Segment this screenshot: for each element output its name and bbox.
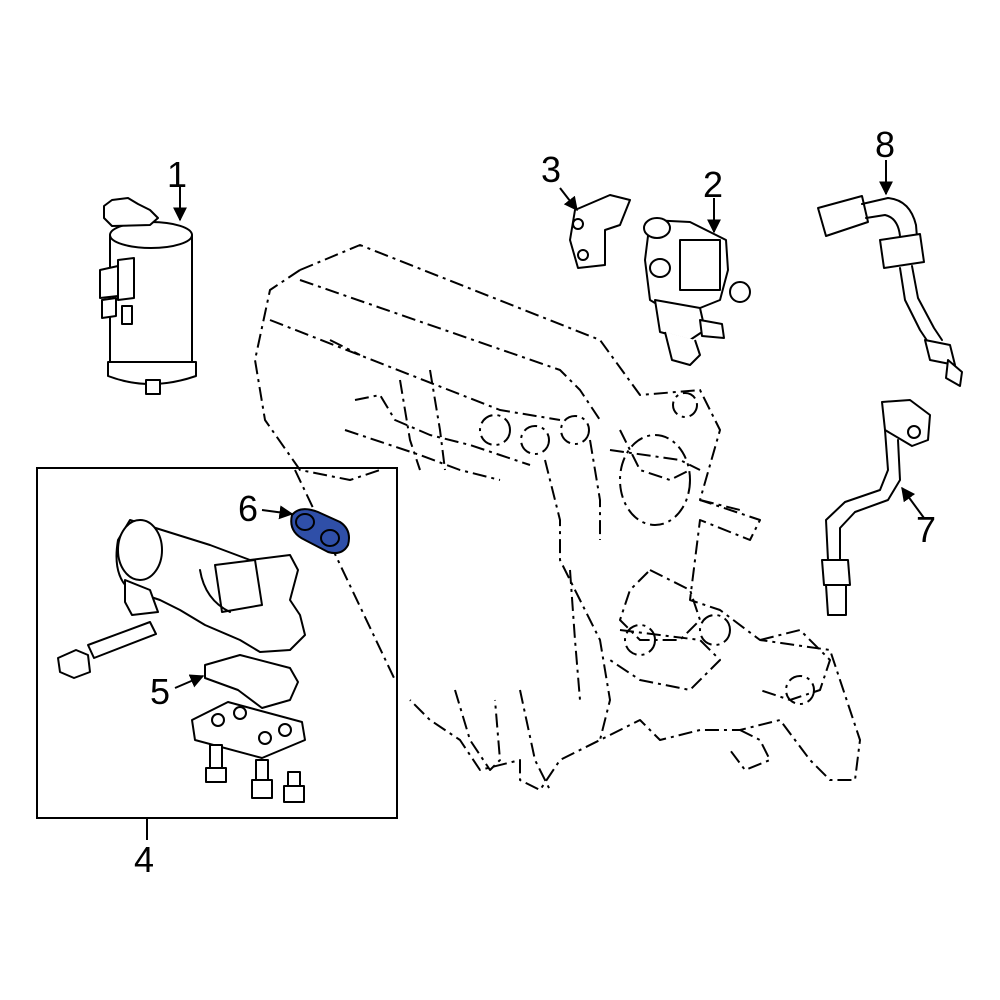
part-4-assembly: [57, 519, 306, 679]
part-8-sensor: [817, 195, 963, 387]
leader-6: [261, 505, 294, 520]
part-1-canister: [99, 197, 197, 395]
inset-link-line: [294, 469, 396, 681]
leader-5: [174, 674, 205, 689]
callout-8: 8: [875, 124, 895, 165]
leader-7: [901, 486, 925, 519]
callout-5: 5: [150, 671, 170, 712]
inset-frame: [36, 467, 398, 819]
adapter-plate: [191, 701, 306, 803]
part-3-bracket: [569, 194, 631, 269]
engine-block-phantom: [254, 244, 861, 791]
callout-6: 6: [238, 488, 258, 529]
leader-3: [559, 187, 578, 212]
part-6-seal-highlighted: [290, 508, 350, 555]
callout-1: 1: [167, 154, 187, 195]
part-2-valve: [643, 217, 751, 366]
part-5-gasket: [204, 654, 299, 709]
part-7-sensor: [821, 399, 931, 616]
callout-2: 2: [703, 164, 723, 205]
callout-7: 7: [916, 509, 936, 550]
callout-3: 3: [541, 149, 561, 190]
callout-4: 4: [134, 839, 154, 880]
